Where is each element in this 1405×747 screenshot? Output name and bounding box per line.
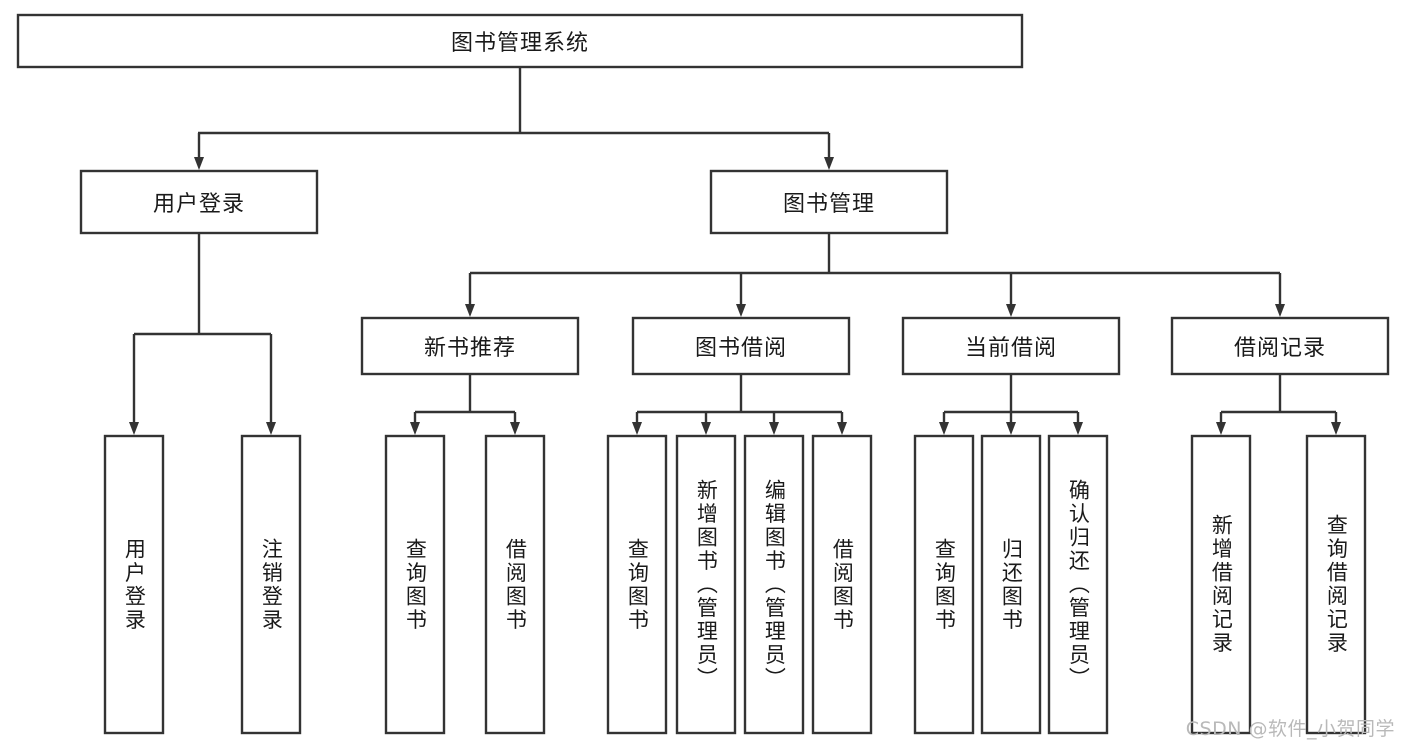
node-box-user-login[interactable] (79, 169, 319, 235)
connector-lines (129, 67, 1341, 435)
node-box-book-borrow[interactable] (631, 316, 851, 376)
watermark-text: CSDN @软件_小贺同学 (1185, 718, 1395, 740)
node-box-leaf-query-book-current[interactable] (913, 434, 975, 735)
node-boxes (16, 13, 1390, 735)
node-box-leaf-user-login[interactable] (103, 434, 165, 735)
node-box-root[interactable] (16, 13, 1024, 69)
node-box-borrow-record[interactable] (1170, 316, 1390, 376)
node-box-leaf-query-borrow-record[interactable] (1305, 434, 1367, 735)
node-box-leaf-borrow-book[interactable] (811, 434, 873, 735)
node-box-leaf-confirm-return[interactable] (1047, 434, 1109, 735)
node-box-leaf-add-borrow-record[interactable] (1190, 434, 1252, 735)
node-box-leaf-edit-book[interactable] (743, 434, 805, 735)
node-box-leaf-add-book[interactable] (675, 434, 737, 735)
node-box-leaf-query-book-borrow[interactable] (606, 434, 668, 735)
node-box-leaf-return-book[interactable] (980, 434, 1042, 735)
node-box-book-management[interactable] (709, 169, 949, 235)
node-box-leaf-logout[interactable] (240, 434, 302, 735)
node-box-new-book-recommend[interactable] (360, 316, 580, 376)
node-box-leaf-borrow-book-recommend[interactable] (484, 434, 546, 735)
node-box-leaf-query-book-recommend[interactable] (384, 434, 446, 735)
node-box-current-borrow[interactable] (901, 316, 1121, 376)
